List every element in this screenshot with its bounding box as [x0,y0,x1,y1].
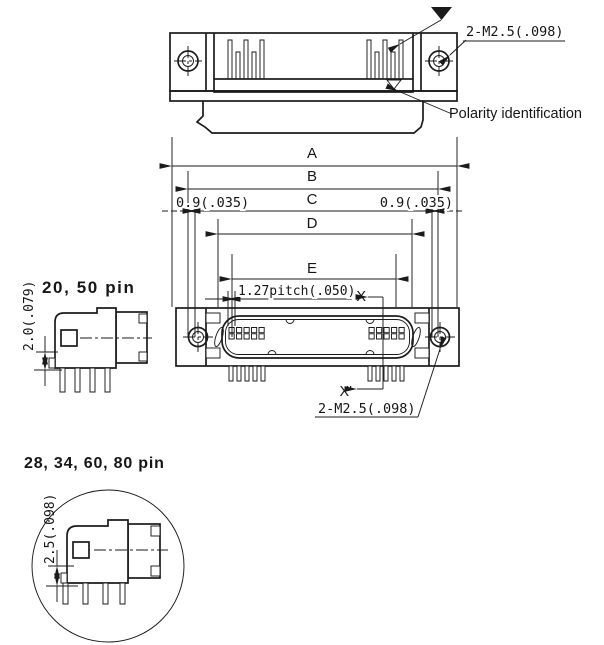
front-view-pin-group [228,365,405,382]
top-view-pin-bar [213,78,414,93]
finish-mark-leader [387,19,442,53]
top-view-body [169,32,458,92]
section-label-x-prime: X' [340,384,353,400]
finish-mark-triangle-icon [431,7,452,20]
dim-label-e: E [307,260,317,277]
contact-array-left [228,327,265,340]
guide-slot-left [214,326,224,348]
side-view-20-50-title: 20, 50 pin [42,278,135,297]
screw-thread-label-top: 2-M2.5(.098) [466,24,564,40]
detail-view-28-34-60-80-pin: 28, 34, 60, 80 pin 2.5(.098) [24,455,185,643]
detail-pin-group [62,582,126,605]
dim-label-offset-right: 0.9(.035) [380,195,453,211]
side-view-foot [48,357,56,369]
extension-lines [171,137,458,337]
detail-body [66,519,129,584]
mounting-hole-left-top-view [174,46,202,76]
screw-leader-bottom [417,336,447,418]
detail-foot [60,572,68,584]
screw-thread-label-bottom: 2-M2.5(.098) [318,401,416,417]
shell-opening-inner [225,319,410,355]
side-view-pin-group [59,367,111,393]
dim-label-c: C [307,191,318,208]
detail-view-title: 28, 34, 60, 80 pin [24,455,165,472]
top-view: 2-M2.5(.098) Polarity identification [169,7,582,134]
shell-bumps [267,319,375,355]
detail-height-dim: 2.5(.098) [43,494,58,564]
side-view-height-dim: 2.0(.079) [22,281,37,351]
dim-label-b: B [307,168,317,185]
polarity-leader [385,83,453,115]
side-view-window [60,329,78,347]
screw-leader-top [438,39,467,66]
contact-array-right [368,327,405,340]
top-view-bottom-tray [195,101,424,134]
detail-window [72,541,90,559]
dim-label-d: D [307,215,318,232]
section-label-x: X [356,289,366,305]
dim-label-offset-left: 0.9(.035) [176,195,249,211]
front-view-body [175,307,460,367]
side-view-20-50-pin: 20, 50 pin 2.0(.079) [22,278,152,393]
detail-circle [31,489,185,643]
top-view-base-band [169,90,458,102]
polarity-identification-label: Polarity identification [449,106,582,122]
guide-slot-right [411,326,421,348]
dim-label-a: A [307,145,317,162]
front-view: 2-M2.5(.098) [175,307,460,418]
dimension-region: A B C D E 0.9(.035) 0.9(.035) 1.27pitch(… [159,137,470,400]
dim-label-pitch: 1.27pitch(.050) [238,284,355,299]
